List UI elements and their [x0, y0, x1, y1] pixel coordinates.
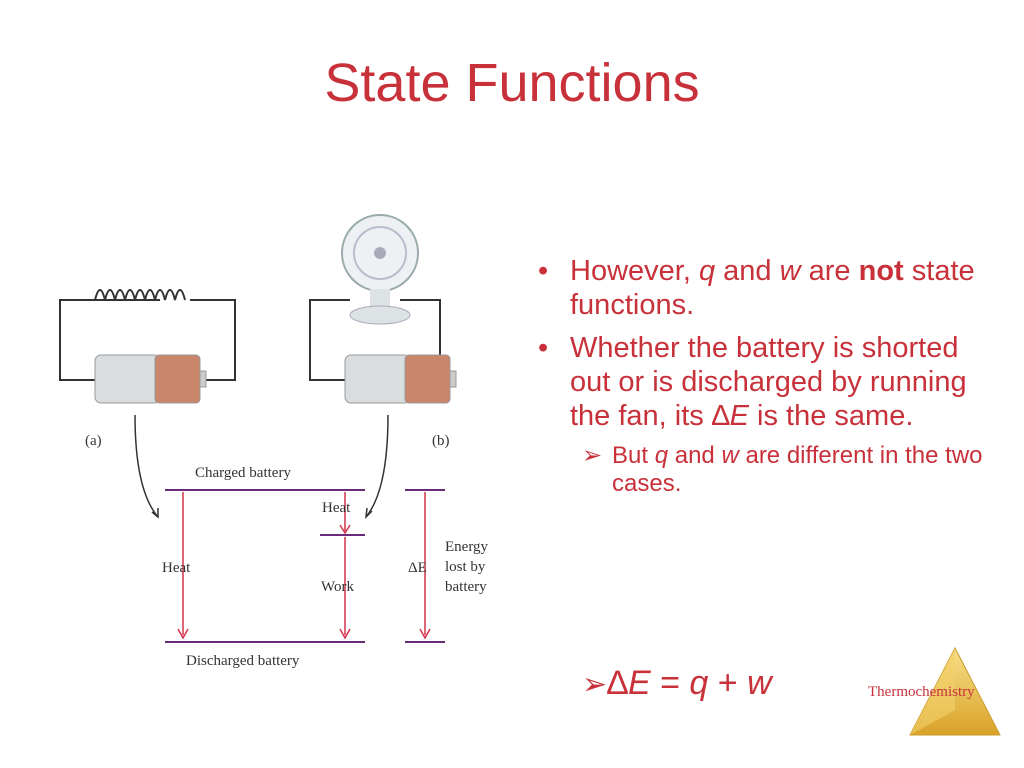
- energy-lost-line2: lost by: [445, 559, 486, 575]
- battery-a-cap: [154, 354, 201, 404]
- bullet-list: • However, q and w are not state functio…: [536, 254, 1006, 498]
- arrow-b-icon: [365, 414, 389, 518]
- energy-lost-line1: Energy: [445, 539, 489, 555]
- bullet-2: • Whether the battery is shorted out or …: [538, 332, 967, 432]
- heat-left-label: Heat: [162, 560, 191, 576]
- sub-bullet: ➢ But q and w are different in the two c…: [582, 442, 983, 497]
- label-a: (a): [85, 433, 102, 449]
- slide-title: State Functions: [324, 53, 700, 113]
- energy-lost-line3: battery: [445, 579, 487, 595]
- label-b: (b): [432, 433, 450, 449]
- battery-b-cap: [404, 354, 451, 404]
- circuit-a: [59, 289, 236, 404]
- formula: ➢∆E = q + w: [582, 664, 772, 702]
- circuit-b: [309, 214, 457, 404]
- battery-energy-figure: (a) (b) Charged battery Heat Heat Work Δ…: [40, 205, 520, 685]
- arrow-a-icon: [134, 414, 159, 518]
- work-label: Work: [321, 579, 354, 595]
- bullet-1: • However, q and w are not state functio…: [538, 255, 975, 321]
- battery-b-body: [344, 354, 411, 404]
- battery-a-body: [94, 354, 161, 404]
- bullet-dot-icon: •: [538, 255, 549, 287]
- discharged-label: Discharged battery: [186, 653, 300, 669]
- footer-topic: Thermochemistry: [868, 684, 975, 700]
- charged-label: Charged battery: [195, 465, 291, 481]
- delta-e-label: ΔE: [408, 560, 427, 576]
- triangle-logo-icon: [909, 646, 1001, 736]
- bullet-dot-icon: •: [538, 332, 549, 364]
- heat-right-label: Heat: [322, 500, 351, 516]
- arrow-bullet-icon: ➢: [582, 442, 603, 469]
- coil-icon: [94, 289, 186, 301]
- energy-diagram: (a) (b) Charged battery Heat Heat Work Δ…: [59, 214, 489, 669]
- arrow-bullet-icon: ➢: [582, 668, 608, 701]
